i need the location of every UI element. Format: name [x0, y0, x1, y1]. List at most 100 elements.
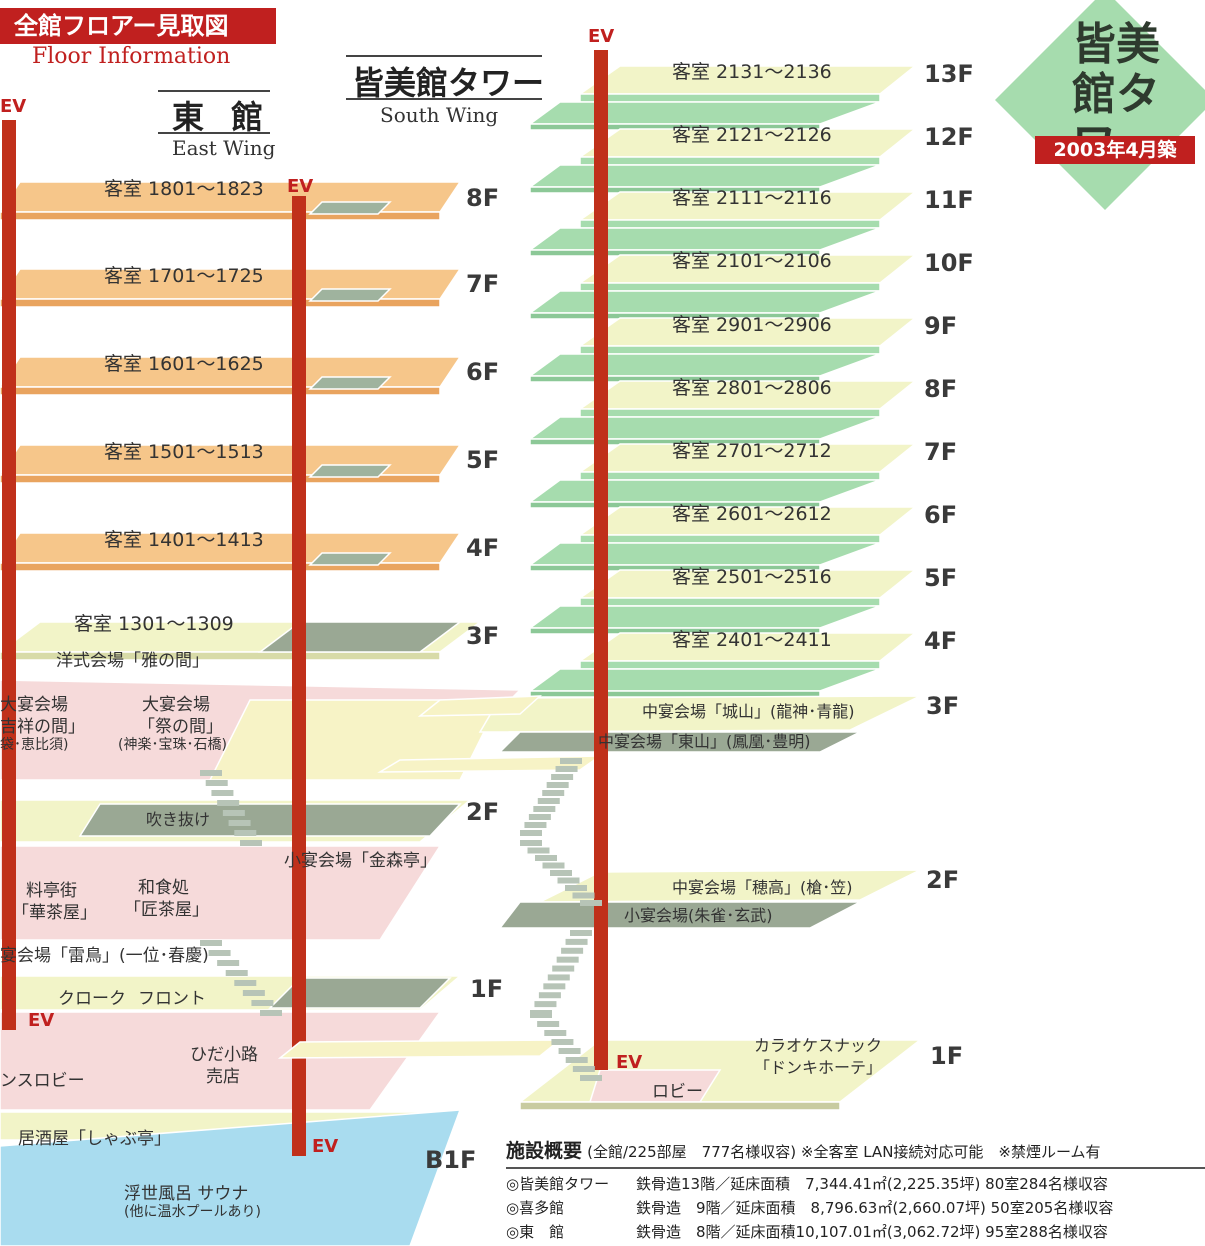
stairs — [234, 830, 257, 836]
tower-1f-edge — [519, 1101, 841, 1111]
stairs — [520, 830, 542, 836]
east-core — [308, 201, 392, 215]
east-core — [308, 464, 392, 478]
room-range-4f-tower: 客室 2401～2411 — [672, 629, 832, 651]
ev-label: EV — [0, 96, 27, 117]
stairs — [205, 780, 228, 786]
floor-label-east-2f: 2F — [466, 798, 500, 826]
venue-kissho-2: 吉祥の間」 — [0, 717, 85, 737]
stairs — [542, 862, 565, 869]
divider — [346, 98, 542, 100]
floor-label-tower-13f: 13F — [924, 60, 974, 88]
room-range-5f: 客室 1501～1513 — [104, 441, 264, 463]
stairs — [565, 938, 588, 945]
tower-floor-green — [579, 219, 881, 229]
room-range-5f-tower: 客室 2501～2516 — [672, 566, 832, 588]
tower-title: 皆美館タワー — [352, 64, 545, 102]
facility-row-name: ◎喜多館 — [506, 1199, 565, 1217]
bridge — [377, 755, 603, 773]
stairs — [543, 983, 566, 990]
stairs — [530, 1012, 552, 1018]
floor-label-east-8f: 8F — [466, 184, 500, 212]
stairs — [240, 840, 262, 846]
stairs — [538, 992, 561, 999]
room-range-10f: 客室 2101～2106 — [672, 250, 832, 272]
stairs — [551, 1039, 574, 1045]
stairs — [550, 870, 572, 876]
ev-shaft — [594, 50, 608, 1070]
floor-label-tower-11f: 11F — [924, 186, 974, 214]
stairs — [572, 1066, 595, 1072]
ev-shaft — [2, 120, 16, 1030]
stairs — [537, 798, 560, 804]
east-core — [308, 376, 392, 390]
east-core — [308, 552, 392, 566]
tower-floor-green — [579, 282, 881, 292]
stairs — [558, 1048, 581, 1054]
facility-row: ◎東 館鉄骨造 8階／延床面積10,107.01㎡(3,062.72坪) 95室… — [506, 1220, 1205, 1244]
stairs — [225, 970, 248, 976]
stairs — [217, 960, 240, 966]
stairs — [520, 840, 542, 846]
room-range-13f: 客室 2131～2136 — [672, 61, 832, 83]
facility-row-spec: 鉄骨造 9階／延床面積 8,796.63㎡(2,660.07坪) 50室205名… — [636, 1199, 1114, 1217]
stairs — [580, 900, 602, 906]
venue-raicho: 宴会場「雷鳥」(一位･春慶) — [0, 946, 209, 966]
stairs — [200, 940, 222, 946]
east-core — [308, 288, 392, 302]
venue-hotaka: 中宴会場「穂高」(槍･笠) — [672, 878, 853, 897]
tower-floor-green — [579, 408, 881, 418]
ryotei-label-1: 料亭街 — [26, 881, 77, 901]
floor-label-tower-1f: 1F — [930, 1042, 964, 1070]
tower-subtitle: South Wing — [380, 103, 499, 127]
room-range-4f: 客室 1401～1413 — [104, 529, 264, 551]
floor-label-east-6f: 6F — [466, 358, 500, 386]
facility-row: ◎喜多館 鉄骨造 9階／延床面積 8,796.63㎡(2,660.07坪) 50室… — [506, 1196, 1205, 1220]
tower-3f-slab — [498, 731, 861, 753]
washoku-label-1: 和食処 — [138, 878, 189, 898]
stairs — [217, 800, 240, 806]
page-subtitle: Floor Information — [32, 44, 231, 69]
stairs — [551, 774, 574, 780]
venue-western: 洋式会場「雅の間」 — [56, 651, 209, 671]
venue-shiroyama: 中宴会場「城山」(龍神･青龍) — [642, 702, 855, 721]
tower-floor-slab — [527, 668, 881, 692]
floor-label-east-5f: 5F — [466, 446, 500, 474]
ryotei-label-2: 「華茶屋」 — [12, 903, 97, 923]
stairs — [557, 877, 580, 884]
page-title: 全館フロアー見取図 — [0, 8, 276, 44]
karaoke-label-1: カラオケスナック — [754, 1036, 883, 1055]
floor-label-tower-10f: 10F — [924, 249, 974, 277]
stairs — [580, 1075, 602, 1081]
washoku-label-2: 「匠茶屋」 — [124, 900, 209, 920]
venue-kissho-3: 袋･恵比須) — [0, 737, 69, 753]
facility-row-spec: 鉄骨造13階／延床面積 7,344.41㎡(2,225.35坪) 80室284名… — [636, 1175, 1108, 1193]
facility-heading: 施設概要 — [506, 1140, 583, 1162]
tower-floor-green — [579, 345, 881, 355]
ev-label: EV — [588, 26, 615, 47]
east-bath-area — [0, 1109, 462, 1246]
bath-label-1: 浮世風呂 サウナ — [124, 1184, 249, 1204]
stairs — [208, 950, 231, 956]
ev-label: EV — [616, 1052, 643, 1073]
room-range-12f: 客室 2121～2126 — [672, 124, 832, 146]
venue-higashiyama: 中宴会場「東山」(鳳凰･豊明) — [598, 732, 811, 751]
ev-label: EV — [28, 1010, 55, 1031]
floor-label-east-1f: 1F — [470, 975, 504, 1003]
stairs — [552, 965, 575, 972]
stairs — [547, 974, 570, 981]
bridge — [417, 695, 543, 717]
east-wing-title: 東 館 — [172, 98, 272, 136]
stairs — [234, 980, 257, 986]
tower-3f-top — [478, 695, 921, 733]
entrance-lobby-label: ンスロビー — [0, 1071, 85, 1091]
venue-matsuri-1: 大宴会場 — [142, 695, 210, 715]
facility-row: ◎皆美館タワー鉄骨造13階／延床面積 7,344.41㎡(2,225.35坪) … — [506, 1172, 1205, 1196]
stairs — [542, 790, 565, 796]
room-range-9f: 客室 2901～2906 — [672, 314, 832, 336]
venue-suzaku: 小宴会場(朱雀･玄武) — [624, 906, 773, 925]
stairs — [211, 790, 234, 796]
venue-matsuri-3: (神楽･宝珠･石橋) — [118, 737, 227, 753]
stairs — [533, 806, 556, 812]
